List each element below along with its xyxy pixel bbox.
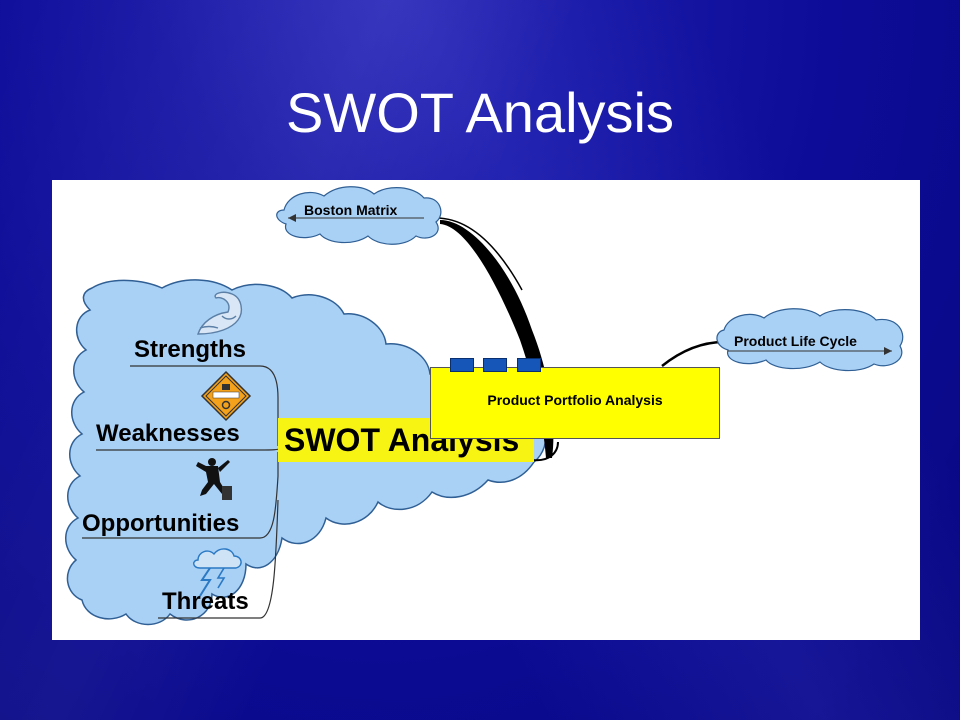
- mind-map-diagram: Strengths Weaknesses Opportunities Threa…: [52, 180, 920, 640]
- branch-opportunities: Opportunities: [82, 510, 240, 537]
- product-life-cycle-cloud: [716, 308, 904, 372]
- portfolio-tab-3: [517, 358, 541, 372]
- flexed-arm-icon: [197, 291, 243, 335]
- branch-weaknesses: Weaknesses: [96, 420, 240, 447]
- product-life-cycle-label: Product Life Cycle: [734, 333, 857, 349]
- storm-cloud-lightning-icon: [193, 548, 242, 597]
- portfolio-tab-1: [450, 358, 474, 372]
- product-portfolio-label: Product Portfolio Analysis: [487, 392, 663, 408]
- branch-threats: Threats: [162, 588, 249, 615]
- opportunities-underline: [82, 452, 279, 539]
- threats-underline: [158, 499, 279, 619]
- product-portfolio-box: [430, 367, 720, 439]
- boston-matrix-cloud: [276, 186, 442, 245]
- strengths-underline: [130, 365, 279, 446]
- branch-strengths: Strengths: [134, 336, 247, 363]
- plc-connector: [661, 340, 725, 367]
- portfolio-tab-2: [483, 358, 507, 372]
- businessman-leaping-icon: [196, 458, 232, 500]
- slide-title: SWOT Analysis: [286, 81, 674, 144]
- boston-matrix-label: Boston Matrix: [304, 202, 398, 218]
- boston-connector: [440, 220, 554, 458]
- attention-sign-icon: [200, 370, 252, 422]
